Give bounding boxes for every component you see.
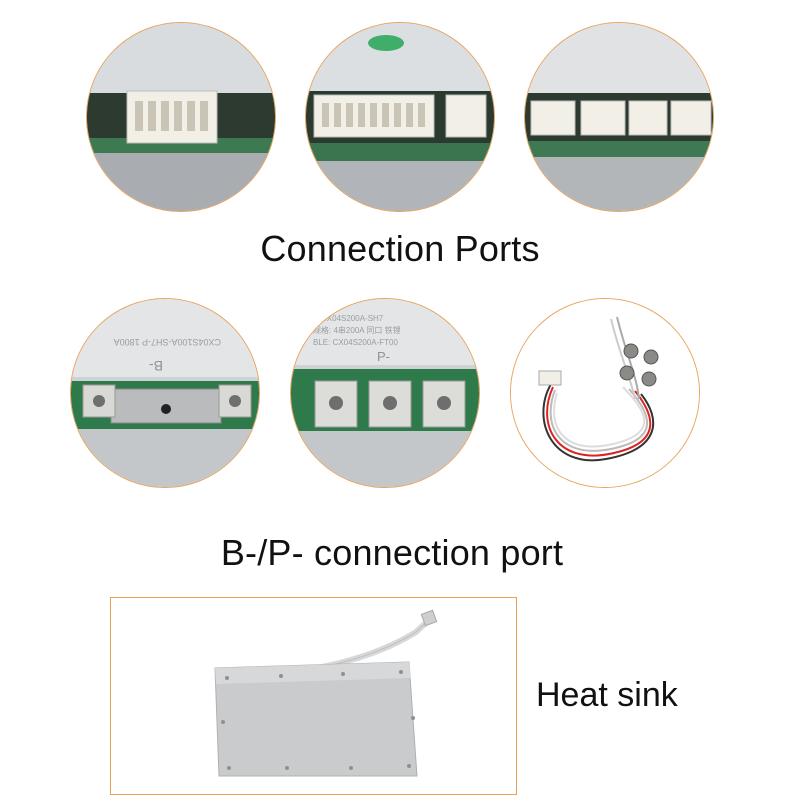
heat-sink-label: Heat sink — [536, 676, 678, 714]
connector-photo-3 — [524, 22, 714, 212]
b-minus-port-photo: CX04S100A-SH7-P 1800A B- — [70, 298, 260, 488]
heat-sink-photo — [110, 597, 517, 795]
board1-print: CX04S100A-SH7-P 1800A — [114, 337, 221, 347]
connection-ports-heading: Connection Ports — [260, 228, 540, 269]
bp-port-heading: B-/P- connection port — [220, 532, 564, 573]
p-minus-print: P- — [377, 349, 390, 364]
connector-photo-1 — [86, 22, 276, 212]
board2-print-2: 规格: 4串200A 同口 铁锂 — [313, 325, 401, 335]
board2-print-3: BLE: CX04S200A-FT00 — [313, 338, 398, 347]
connector-photo-2 — [305, 22, 495, 212]
wire-harness-photo — [510, 298, 700, 488]
board2-print-1: CX04S200A-SH7 — [321, 314, 384, 323]
p-minus-port-photo: CX04S200A-SH7 规格: 4串200A 同口 铁锂 BLE: CX04… — [290, 298, 480, 488]
b-minus-print: B- — [149, 358, 163, 374]
